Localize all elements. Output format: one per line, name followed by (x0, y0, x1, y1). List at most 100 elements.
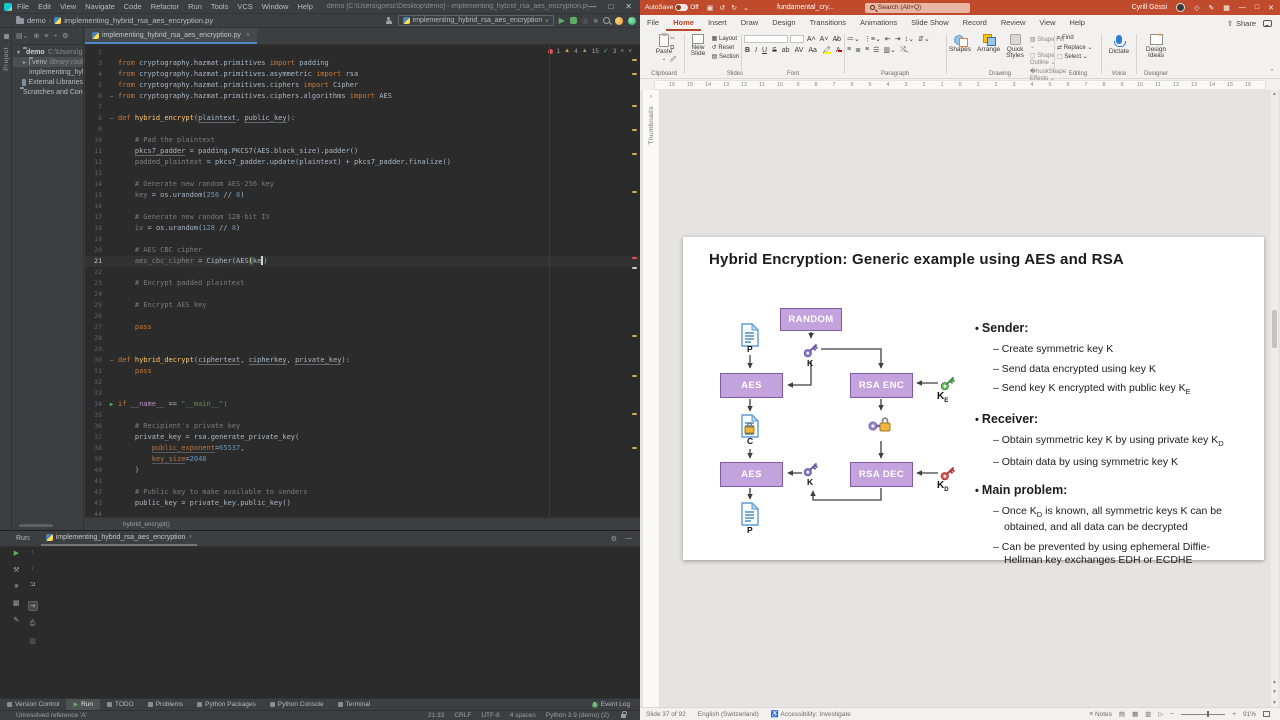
vertical-scrollbar[interactable]: ▲ ▲ ▼ ▼ (1271, 90, 1278, 707)
slideshow-icon[interactable]: ▷ (1158, 711, 1164, 718)
pin-icon[interactable]: ✎ (13, 617, 20, 624)
search-everywhere-icon[interactable] (603, 17, 610, 24)
reading-view-icon[interactable]: ▥ (1145, 711, 1152, 718)
code-line[interactable]: 8−def hybrid_encrypt(plaintext, public_k… (85, 113, 640, 124)
scrollbar-thumb[interactable] (1272, 310, 1277, 348)
tool-window-button-todo[interactable]: TODO (100, 699, 141, 711)
share-button[interactable]: ⇧ Share (1227, 19, 1256, 28)
layout-button[interactable]: ▦ Layout (711, 36, 737, 42)
autosave-toggle[interactable]: AutoSave Off (645, 4, 699, 11)
code-line[interactable]: 40 ) (85, 465, 640, 476)
code-line[interactable]: 17 # Generate new random 128-bit IV (85, 212, 640, 223)
reset-button[interactable]: ↺ Reset (711, 45, 735, 51)
code-line[interactable]: 41 (85, 476, 640, 487)
find-button[interactable]: ⌕ Find (1057, 35, 1074, 41)
menu-code[interactable]: Code (123, 2, 142, 11)
shape-outline-button[interactable]: ▢ Shape Outline ⌄ (1029, 53, 1056, 66)
code-line[interactable]: 26 (85, 311, 640, 322)
code-line[interactable]: 9 (85, 124, 640, 135)
format-painter-icon[interactable]: 🖉 (670, 57, 677, 63)
smartart-convert-button[interactable]: ⤨⌄ (899, 46, 909, 53)
line-spacing-button[interactable]: ↕⌄ (904, 36, 914, 43)
thumbnails-panel[interactable]: › Thumbnails (643, 90, 660, 707)
design-ideas-button[interactable]: Design Ideas (1139, 32, 1173, 59)
font-size-select[interactable] (790, 35, 804, 43)
fold-icon[interactable]: − (109, 93, 114, 100)
tree-arrow-icon[interactable]: ▸ (23, 59, 27, 66)
scroll-down-icon[interactable]: ▼ (1272, 700, 1277, 706)
menu-window[interactable]: Window (261, 2, 289, 11)
font-name-select[interactable] (744, 35, 789, 43)
editor-breadcrumb[interactable]: hybrid_encrypt() (85, 517, 640, 530)
close-button[interactable]: ✕ (1268, 4, 1274, 12)
expand-thumbnails-icon[interactable]: › (649, 93, 653, 100)
run-configuration-select[interactable]: implementing_hybrid_rsa_aes_encryption ▾ (397, 15, 554, 26)
numbering-button[interactable]: ⋮≡⌄ (863, 36, 881, 43)
new-slide-button[interactable]: New Slide (687, 34, 709, 57)
fold-icon[interactable]: − (109, 357, 114, 364)
ribbon-tab-design[interactable]: Design (772, 18, 796, 27)
redo-icon[interactable]: ↻ (731, 4, 738, 12)
stripe-project[interactable]: Project (2, 47, 10, 71)
code-line[interactable]: 20 # AES CBC cipher (85, 245, 640, 256)
fold-icon[interactable]: − (109, 115, 114, 122)
previous-slide-icon[interactable]: ▲ (1272, 679, 1277, 685)
print-icon[interactable]: ⎙ (29, 620, 36, 627)
code-line[interactable]: 24 (85, 289, 640, 300)
avatar[interactable] (1176, 3, 1185, 12)
close-button[interactable]: ✕ (625, 2, 632, 11)
code-line[interactable]: 22 (85, 267, 640, 278)
scroll-up-icon[interactable]: ▲ (1272, 91, 1277, 97)
diagram-box-rsa-dec[interactable]: RSA DEC (850, 462, 913, 487)
code-line[interactable]: 11 pkcs7_padder = padding.PKCS7(AES.bloc… (85, 146, 640, 157)
hide-panel-icon[interactable]: — (625, 534, 632, 542)
code-line[interactable]: 35 (85, 410, 640, 421)
code-line[interactable]: 10 # Pad the plaintext (85, 135, 640, 146)
tool-window-button-version-control[interactable]: Version Control (0, 699, 66, 711)
code-line[interactable]: 7 (85, 102, 640, 113)
comments-icon[interactable] (1263, 19, 1272, 27)
settings-gear-icon[interactable]: ⚙ (610, 535, 617, 543)
ribbon-tab-help[interactable]: Help (1069, 18, 1085, 27)
stop-button[interactable]: ■ (593, 16, 598, 25)
coverage-button[interactable]: ◎ (581, 16, 589, 25)
text-direction-button[interactable]: ⇵⌄ (917, 36, 930, 43)
notification-orange-icon[interactable] (615, 16, 623, 25)
tool-window-button-python-console[interactable]: Python Console (263, 699, 331, 711)
select-button[interactable]: ⬚ Select ⌄ (1057, 54, 1088, 60)
restore-layout-icon[interactable]: ▦ (13, 600, 20, 607)
bold-button[interactable]: B (745, 47, 751, 54)
code-line[interactable]: 13 (85, 168, 640, 179)
code-line[interactable]: 16 (85, 201, 640, 212)
slide-sorter-icon[interactable]: ▦ (1132, 711, 1139, 718)
align-left-button[interactable]: ≡ (847, 46, 852, 53)
zoom-in-icon[interactable]: + (1232, 710, 1236, 718)
code-line[interactable]: 18 iv = os.urandom(128 // 8) (85, 223, 640, 234)
scroll-to-end-icon[interactable]: ⇥ (27, 601, 38, 611)
bullets-button[interactable]: ≔⌄ (847, 36, 860, 43)
section-button[interactable]: ▤ Section (711, 54, 739, 60)
maximize-button[interactable]: □ (1254, 4, 1260, 11)
fit-slide-icon[interactable] (1263, 711, 1270, 717)
quick-styles-button[interactable]: Quick Styles (1006, 34, 1024, 82)
ribbon-tab-draw[interactable]: Draw (740, 18, 759, 27)
tree-arrow-icon[interactable]: ▾ (17, 49, 21, 56)
code-line[interactable]: 38 public_exponent=65537, (85, 443, 640, 454)
run-line-icon[interactable]: ▶ (109, 401, 114, 408)
code-line[interactable]: 34▶if __name__ == "__main__": (85, 399, 640, 410)
copy-icon[interactable]: ⧉ (670, 45, 675, 51)
project-stripe-icon[interactable] (3, 34, 9, 39)
inspections-widget[interactable]: 1 ▲ 4 ▲ 15 ✓ 3 ˄ ˅ (547, 47, 632, 55)
justify-button[interactable]: ☰ (873, 47, 880, 54)
breadcrumb-project[interactable]: demo (27, 16, 46, 25)
shape-effects-button[interactable]: �huskShape Effects ⌄ (1029, 69, 1067, 82)
diagram-box-random[interactable]: RANDOM (780, 308, 842, 331)
collapse-all-icon[interactable]: ÷ (53, 32, 58, 40)
code-line[interactable]: 27 pass (85, 322, 640, 333)
increase-indent-button[interactable]: ⇥ (894, 36, 901, 43)
code-line[interactable]: 2 (85, 47, 640, 58)
